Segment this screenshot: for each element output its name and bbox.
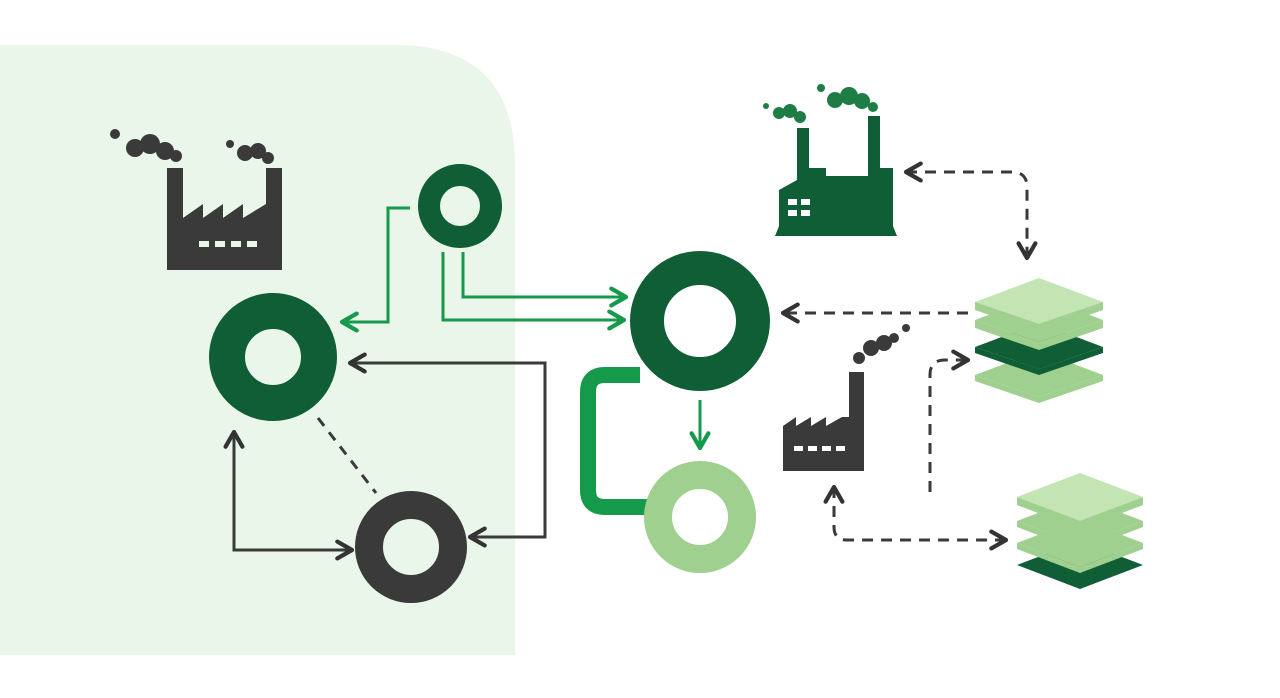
connectors bbox=[223, 161, 1038, 561]
ring-hub bbox=[630, 251, 770, 391]
connector-factory-to-stack bbox=[903, 161, 1038, 261]
ring-charcoal bbox=[355, 491, 467, 603]
factory-window bbox=[788, 199, 797, 205]
ring-small-top bbox=[418, 164, 502, 248]
factory-window bbox=[822, 446, 831, 451]
connector-factory-small-to-upper-stack bbox=[928, 349, 971, 492]
connector-hub-bracket bbox=[580, 367, 652, 515]
factory-window bbox=[794, 446, 803, 451]
layers-stack-icon bbox=[1017, 473, 1143, 589]
factory-window bbox=[788, 210, 797, 216]
ring-large-left bbox=[209, 293, 337, 421]
connector-factory-small-to-lower-stack bbox=[823, 484, 1009, 551]
factory-window bbox=[199, 241, 209, 247]
factory-icon bbox=[763, 84, 897, 236]
factory-window bbox=[247, 241, 257, 247]
factory-window bbox=[808, 446, 817, 451]
factory-window bbox=[836, 446, 845, 451]
connector-charcoal-loop-right bbox=[347, 352, 547, 548]
connector-small-to-hub-b bbox=[441, 252, 627, 331]
factory-icon bbox=[783, 324, 910, 471]
connector-small-to-left bbox=[339, 206, 410, 333]
factory-window bbox=[801, 210, 810, 216]
factory-window bbox=[215, 241, 225, 247]
connector-small-to-hub-a bbox=[461, 252, 629, 308]
factory-window bbox=[231, 241, 241, 247]
ring-light bbox=[644, 461, 756, 573]
factory-icon bbox=[110, 129, 282, 270]
layers-stack-icon bbox=[975, 278, 1103, 403]
rings bbox=[209, 164, 770, 603]
factory-window bbox=[801, 199, 810, 205]
connector-charcoal-loop-left bbox=[223, 429, 355, 561]
